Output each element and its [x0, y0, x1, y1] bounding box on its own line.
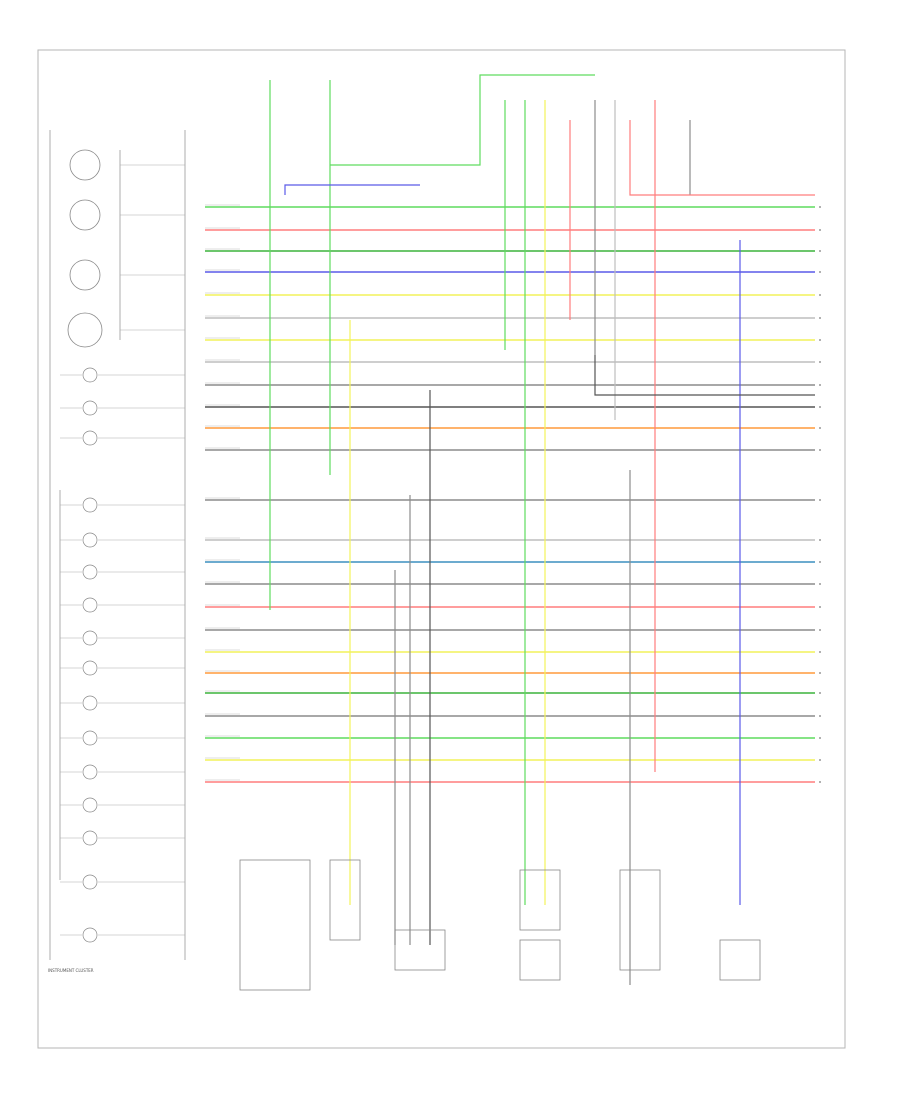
- indicator-lamp-8: [82, 630, 98, 646]
- indicator-lamp-1: [82, 367, 98, 383]
- wire-row-terminal-18: [819, 629, 821, 631]
- component-box-5: [519, 939, 561, 981]
- indicator-lamp-16: [82, 927, 98, 943]
- wire-blue-top: [284, 184, 420, 195]
- wire-row-terminal-8: [819, 361, 821, 363]
- wire-row-terminal-7: [819, 339, 821, 341]
- wire-row-terminal-9: [819, 384, 821, 386]
- indicator-lamp-3: [82, 430, 98, 446]
- gauge-4: [67, 312, 103, 348]
- component-box-1: [239, 859, 311, 991]
- gauge-2: [69, 199, 101, 231]
- gauge-1: [69, 149, 101, 181]
- wire-green-bus: [330, 74, 595, 166]
- wire-row-terminal-12: [819, 449, 821, 451]
- wire-row-terminal-4: [819, 271, 821, 273]
- wire-row-terminal-21: [819, 692, 821, 694]
- wire-row-terminal-20: [819, 672, 821, 674]
- wire-row-terminal-13: [819, 499, 821, 501]
- wire-row-terminal-6: [819, 317, 821, 319]
- wire-red-top: [629, 120, 815, 196]
- wire-row-terminal-2: [819, 229, 821, 231]
- wire-row-terminal-19: [819, 651, 821, 653]
- indicator-lamp-14: [82, 830, 98, 846]
- wire-row-terminal-15: [819, 561, 821, 563]
- indicator-lamp-15: [82, 874, 98, 890]
- wire-row-terminal-3: [819, 250, 821, 252]
- indicator-lamp-10: [82, 695, 98, 711]
- instrument-cluster-outline: [49, 130, 186, 960]
- indicator-lamp-4: [82, 497, 98, 513]
- diagram-border: [37, 49, 846, 1049]
- indicator-lamp-12: [82, 764, 98, 780]
- wire-row-terminal-23: [819, 737, 821, 739]
- wire-row-terminal-17: [819, 606, 821, 608]
- indicator-lamp-5: [82, 532, 98, 548]
- component-box-3: [394, 929, 446, 971]
- indicator-lamp-2: [82, 400, 98, 416]
- wire-row-terminal-11: [819, 427, 821, 429]
- component-box-7: [719, 939, 761, 981]
- wire-row-terminal-5: [819, 294, 821, 296]
- wire-row-terminal-1: [819, 206, 821, 208]
- indicator-lamp-11: [82, 730, 98, 746]
- wire-gray-splice: [594, 355, 815, 396]
- wire-row-terminal-14: [819, 539, 821, 541]
- indicator-lamp-9: [82, 660, 98, 676]
- wire-row-terminal-16: [819, 583, 821, 585]
- wire-row-terminal-24: [819, 759, 821, 761]
- wire-row-terminal-22: [819, 715, 821, 717]
- component-box-6: [619, 869, 661, 971]
- indicator-lamp-7: [82, 597, 98, 613]
- component-box-2: [329, 859, 361, 941]
- indicator-lamp-6: [82, 564, 98, 580]
- component-box-4: [519, 869, 561, 931]
- indicator-lamp-13: [82, 797, 98, 813]
- wire-row-terminal-25: [819, 781, 821, 783]
- wire-row-terminal-10: [819, 406, 821, 408]
- footer-label: INSTRUMENT CLUSTER: [48, 968, 94, 973]
- gauge-3: [69, 259, 101, 291]
